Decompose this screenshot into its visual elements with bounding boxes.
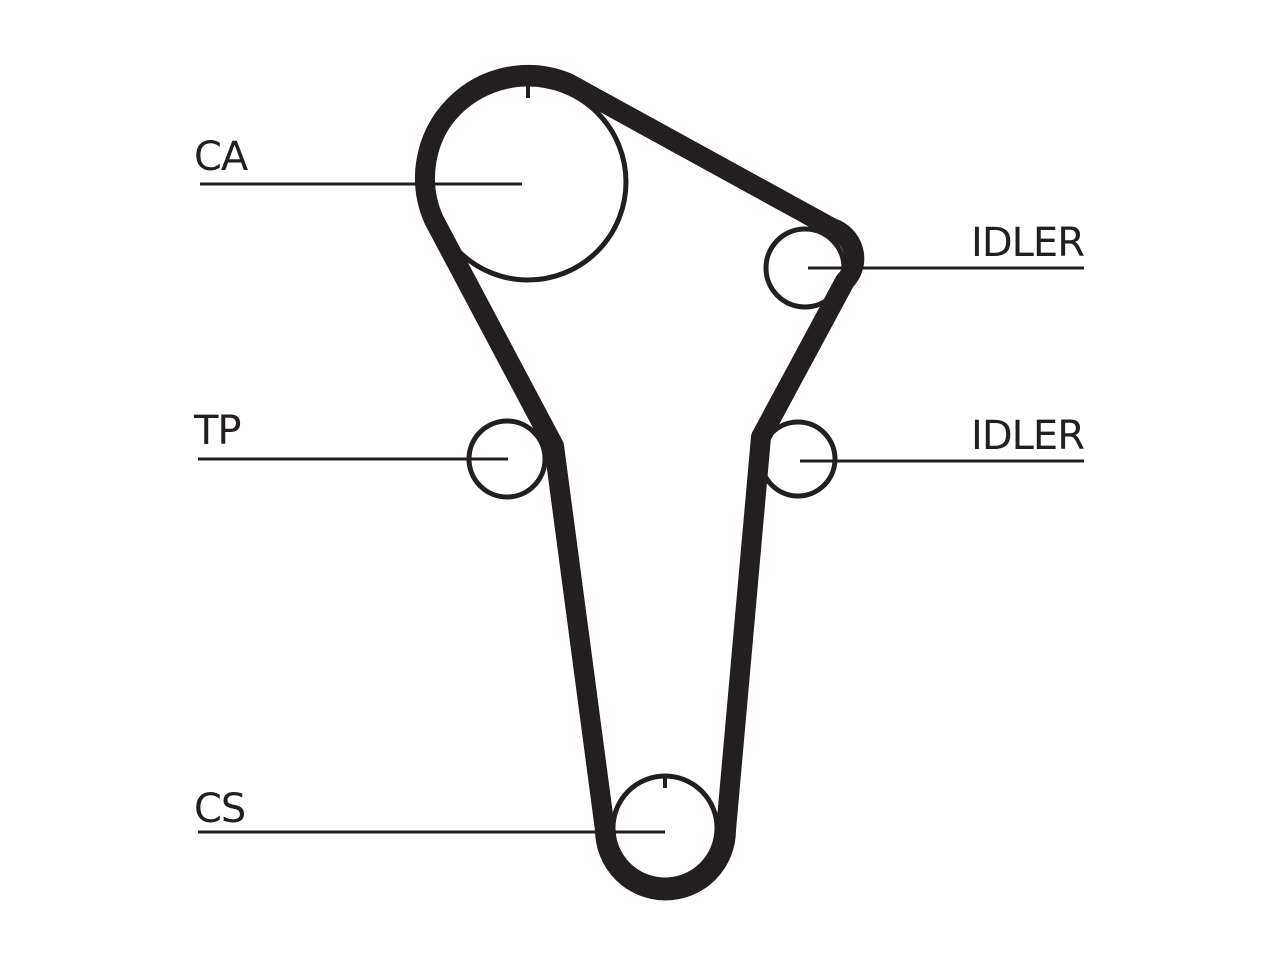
label-idler-bottom: IDLER: [971, 413, 1084, 459]
label-idler-top: IDLER: [971, 220, 1084, 266]
label-tp: TP: [193, 408, 241, 454]
idler-pulley-bottom: [758, 419, 838, 499]
label-cs: CS: [194, 786, 245, 832]
camshaft-pulley: [427, 81, 629, 283]
timing-belt: [415, 64, 865, 901]
label-ca: CA: [194, 134, 249, 180]
crankshaft-pulley: [610, 773, 720, 883]
